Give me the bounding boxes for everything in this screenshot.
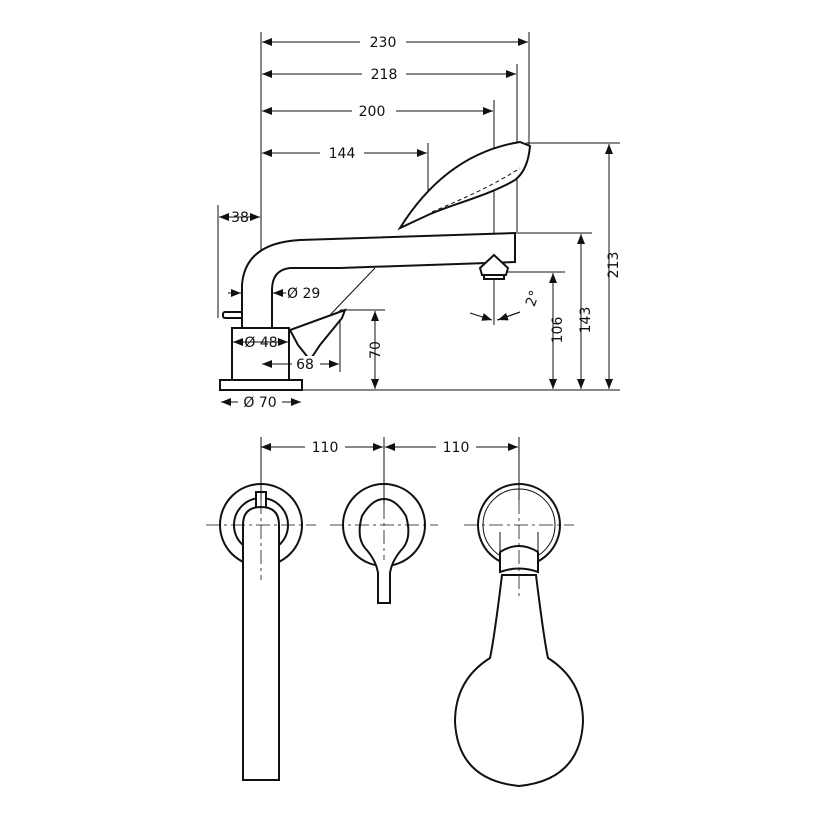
dim-2-degrees: 2° (523, 288, 543, 308)
dim-144: 144 (329, 146, 356, 162)
dim-106: 106 (550, 317, 566, 344)
dim-38: 38 (231, 210, 249, 226)
dim-143: 143 (578, 307, 594, 334)
dim-110-left: 110 (312, 440, 339, 456)
dim-200: 200 (359, 104, 386, 120)
dim-218: 218 (371, 67, 398, 83)
dim-70: 70 (368, 341, 384, 359)
dim-diameter-29: Ø 29 (287, 286, 320, 302)
dim-230: 230 (370, 35, 397, 51)
dim-diameter-70: Ø 70 (243, 395, 276, 411)
dim-213: 213 (606, 252, 622, 279)
dim-110-right: 110 (443, 440, 470, 456)
side-view-faucet (219, 140, 532, 391)
center-lines (206, 437, 574, 600)
dim-68: 68 (296, 357, 314, 373)
dimension-lines (219, 33, 613, 456)
dim-diameter-48: Ø 48 (244, 335, 277, 351)
